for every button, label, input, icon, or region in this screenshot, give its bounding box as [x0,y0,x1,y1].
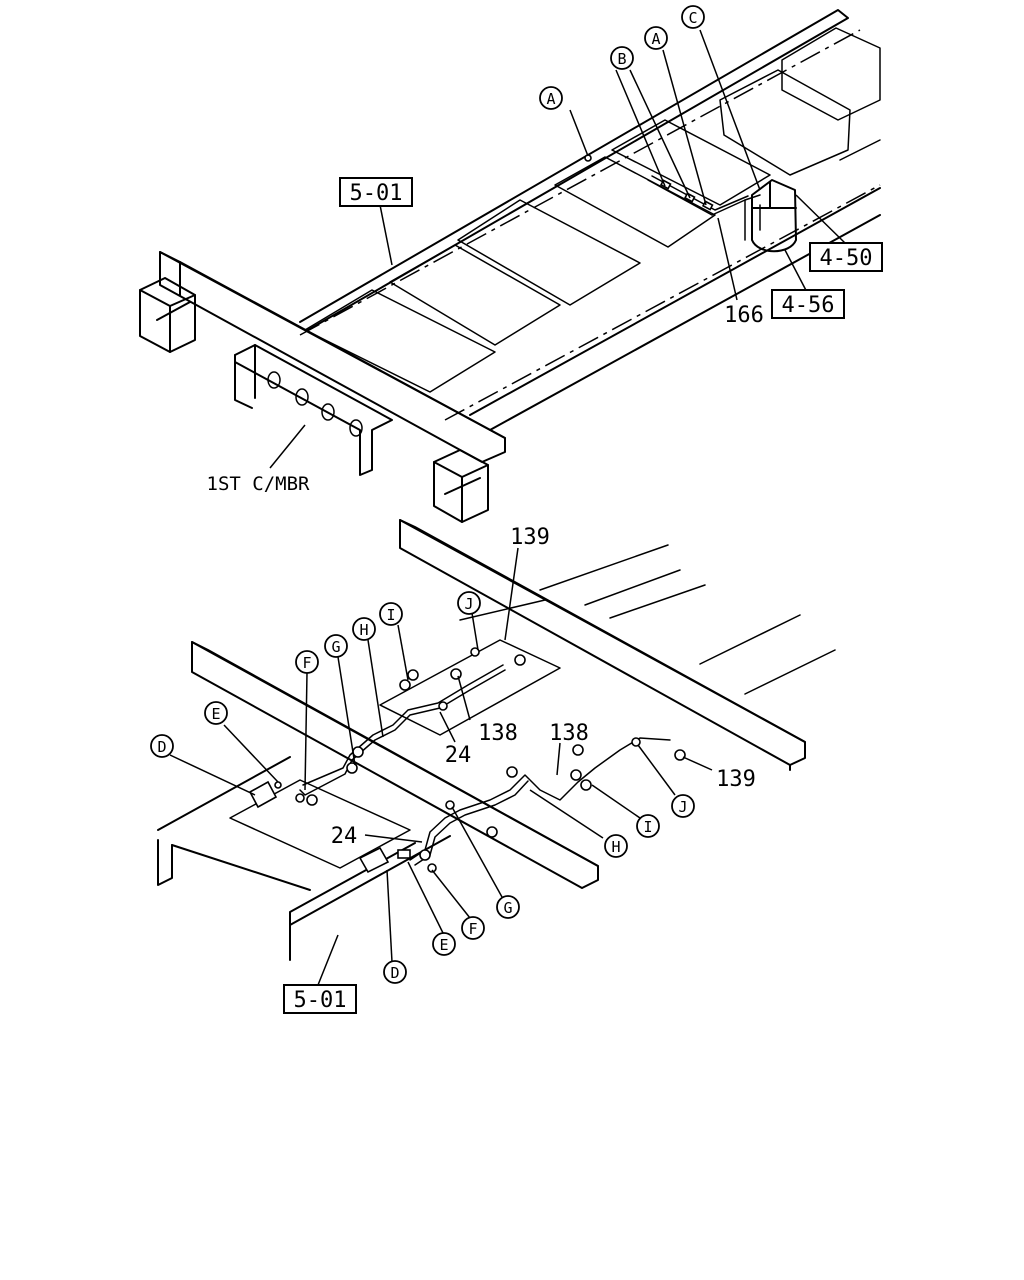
svg-text:A: A [546,90,555,108]
callout-g-right: G [496,895,520,919]
bottom-labels: 139 139 138 138 24 24 5-01 D E F G H [150,525,756,1014]
svg-text:G: G [503,899,512,917]
callout-c: C [681,5,705,29]
callout-g-left: G [324,634,348,658]
svg-text:E: E [211,705,220,723]
ref-frame-label-top: 5-01 [350,181,403,206]
top-labels: 5-01 4-50 4-56 166 1ST C/MBR A B A C [207,5,883,495]
svg-text:C: C [688,9,697,27]
svg-text:H: H [359,621,368,639]
callout-d-left: D [150,734,174,758]
svg-text:D: D [157,738,166,756]
svg-text:H: H [611,838,620,856]
svg-text:E: E [439,936,448,954]
ref-tank-a-label: 4-50 [820,246,873,271]
callout-f-left: F [295,650,319,674]
callout-j-right: J [671,794,695,818]
callout-e-left: E [204,701,228,725]
ref-frame-label-bottom: 5-01 [294,988,347,1013]
ref-box-frame-top: 5-01 [339,177,413,207]
crossmember-label: 1ST C/MBR [207,473,311,495]
svg-text:B: B [617,50,626,68]
part-166-label: 166 [724,303,764,328]
callout-a-2: A [644,26,668,50]
callout-i-right: I [636,814,660,838]
callout-j-left: J [457,591,481,615]
callout-h-left: H [352,617,376,641]
ref-box-frame-bottom: 5-01 [283,984,357,1014]
svg-text:J: J [464,595,473,613]
callout-i-left: I [379,602,403,626]
ref-tank-b-label: 4-56 [782,293,835,318]
bottom-leaders [169,547,713,986]
part-24-label-upper: 24 [445,743,472,768]
svg-text:D: D [390,964,399,982]
callout-d-right: D [383,960,407,984]
svg-text:G: G [331,638,340,656]
part-24-label-lower: 24 [331,824,358,849]
svg-text:I: I [643,818,652,836]
callout-f-right: F [461,916,485,940]
svg-text:A: A [651,30,660,48]
callout-e-right: E [432,932,456,956]
top-leaders [269,29,846,469]
svg-text:I: I [386,606,395,624]
svg-text:F: F [302,654,311,672]
part-139-label-top: 139 [510,525,550,550]
svg-text:J: J [678,798,687,816]
part-139-label-right: 139 [716,767,756,792]
part-138-label-right: 138 [549,721,589,746]
callout-a-1: A [539,86,563,110]
callout-h-right: H [604,834,628,858]
ref-box-tank-b: 4-56 [771,289,845,319]
ref-box-tank-a: 4-50 [809,242,883,272]
svg-text:F: F [468,920,477,938]
callout-b: B [610,46,634,70]
part-138-label-left: 138 [478,721,518,746]
top-frame-assembly [139,9,881,523]
